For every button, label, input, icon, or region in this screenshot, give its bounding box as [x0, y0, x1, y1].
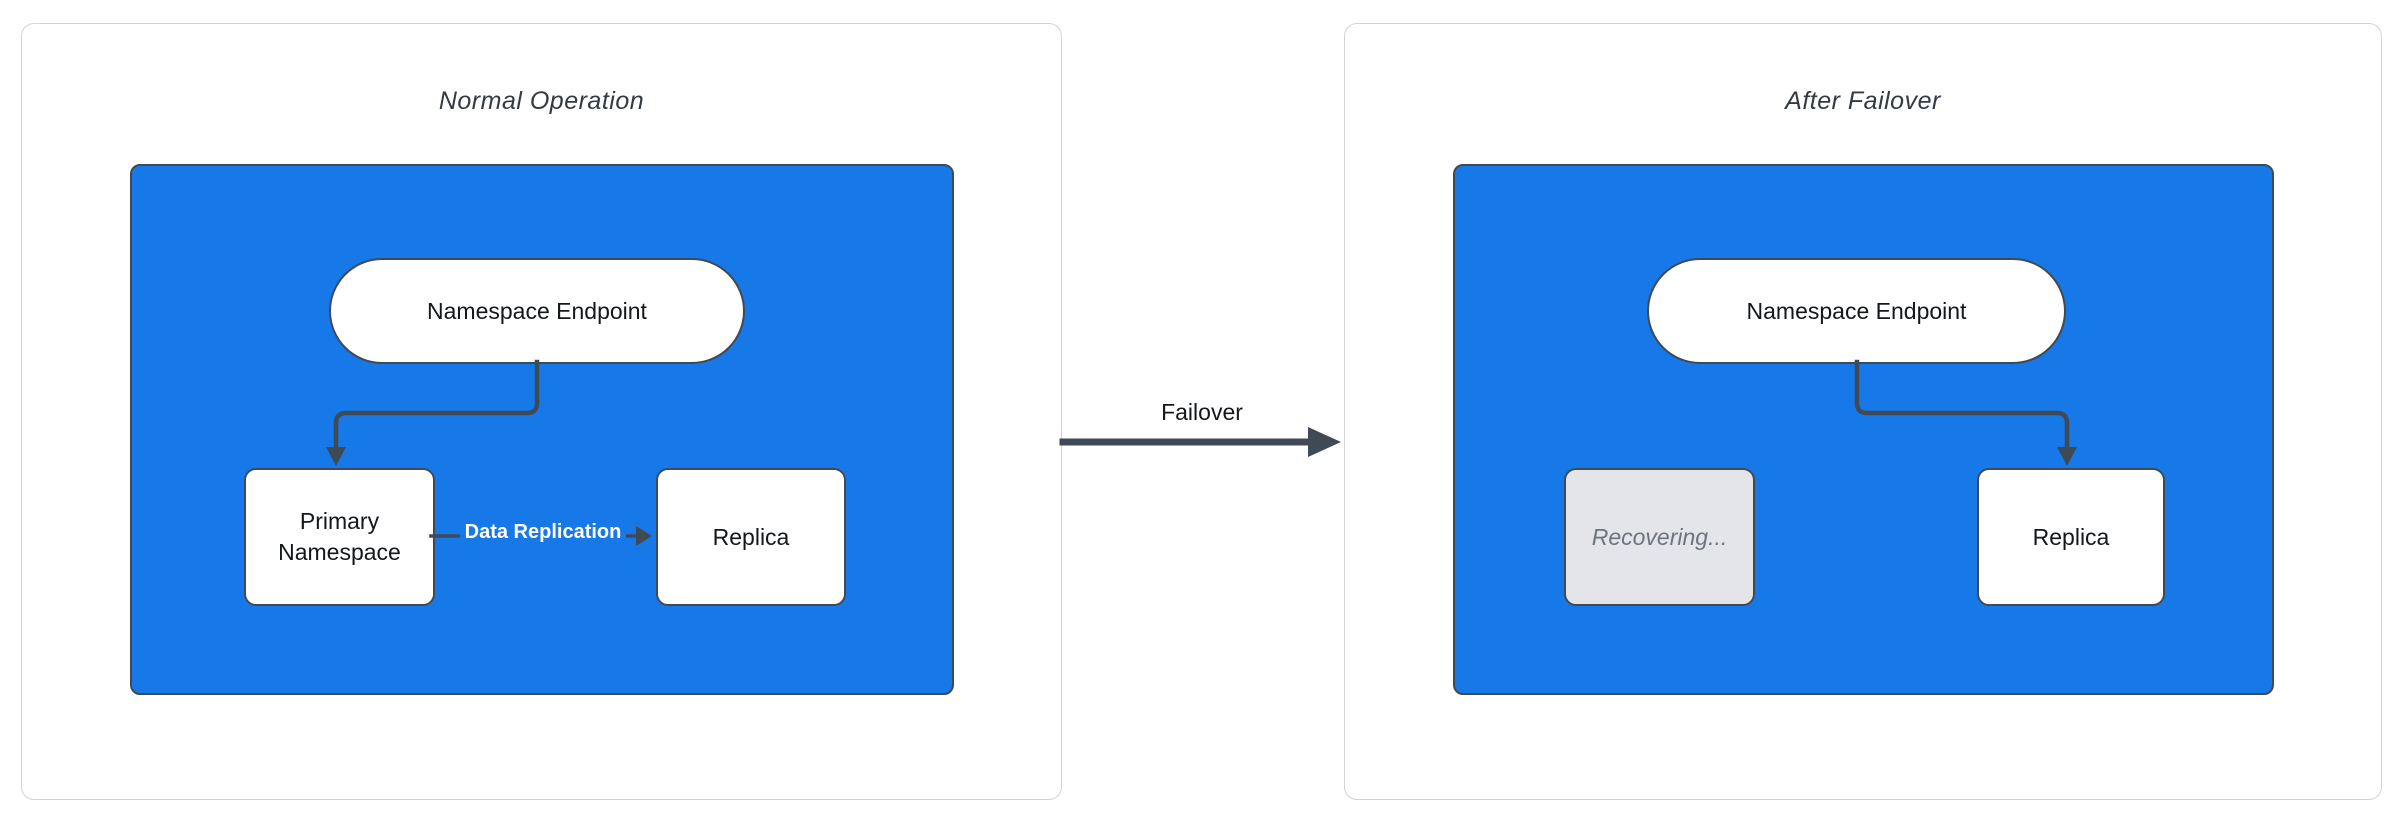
normal-cluster: Namespace Endpoint Primary Namespace Rep… — [130, 164, 954, 695]
panel-title: Normal Operation — [438, 87, 645, 115]
failover-arrowhead — [1308, 427, 1341, 457]
panel-title: After Failover — [1785, 87, 1941, 115]
node-label: Primary Namespace — [278, 508, 401, 565]
after-failover-panel: After Failover Namespace Endpoint Recove… — [1344, 23, 2382, 800]
failover-label: Failover — [1161, 399, 1243, 425]
node-namespace-endpoint: Namespace Endpoint — [1647, 258, 2066, 364]
failover-cluster: Namespace Endpoint Recovering... Replica — [1453, 164, 2274, 695]
node-replica: Replica — [656, 468, 846, 606]
node-primary-namespace: Primary Namespace — [244, 468, 435, 606]
node-label: Namespace Endpoint — [1746, 297, 1967, 324]
node-label: Replica — [2032, 523, 2110, 550]
node-replica: Replica — [1977, 468, 2165, 606]
node-label: Replica — [712, 523, 790, 550]
node-label: Namespace Endpoint — [427, 297, 647, 324]
node-recovering: Recovering... — [1564, 468, 1755, 606]
normal-operation-panel: Normal Operation Namespace Endpoint Prim… — [21, 23, 1062, 800]
node-namespace-endpoint: Namespace Endpoint — [329, 258, 745, 364]
node-label: Recovering... — [1591, 523, 1728, 550]
